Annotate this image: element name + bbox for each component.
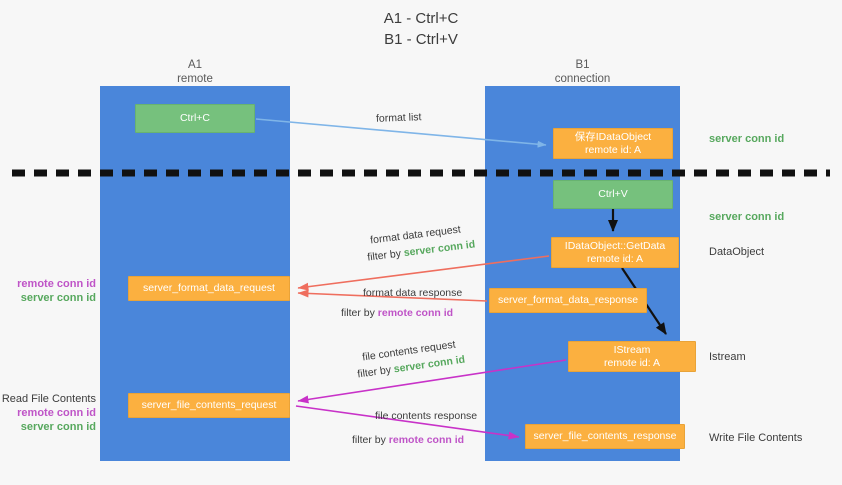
box-ctrl-v[interactable]: Ctrl+V [553, 180, 673, 209]
arrow-format-data-request [297, 255, 550, 291]
lane-header-b1: B1 connection [554, 59, 611, 85]
annotation-server-conn-id-mid: server conn id [709, 211, 785, 223]
box-idataobject-getdata[interactable]: IDataObject::GetData remote id: A [551, 237, 679, 268]
box-save-idataobject-line2: remote id: A [584, 143, 642, 156]
annotation-remote-conn-id-2: remote conn id [17, 407, 96, 419]
arrow-format-data-response [297, 289, 488, 302]
lane-header-a1: A1 remote [177, 59, 213, 85]
filter-value-4: remote conn id [388, 434, 465, 446]
page-title: A1 - Ctrl+C B1 - Ctrl+V [383, 10, 459, 48]
filter-prefix-4: filter by [352, 434, 389, 446]
box-ctrl-c[interactable]: Ctrl+C [135, 104, 255, 133]
filter-prefix-3: filter by [356, 363, 395, 381]
annotation-server-conn-id-1: server conn id [20, 292, 96, 304]
annotation-server-conn-id-top: server conn id [709, 133, 785, 145]
box-istream[interactable]: IStream remote id: A [568, 341, 696, 372]
box-istream-line2: remote id: A [603, 356, 661, 369]
edge-label-file-contents-response-filter: filter by remote conn id [352, 433, 464, 448]
annotation-istream: Istream [709, 351, 746, 363]
box-server-file-contents-response[interactable]: server_file_contents_response [525, 424, 685, 449]
box-save-idataobject-line1: 保存IDataObject [574, 130, 652, 143]
edge-label-file-contents-response: file contents response [375, 410, 478, 422]
annotation-group-file-contents: Read File Contents remote conn id server… [0, 392, 96, 434]
box-save-idataobject[interactable]: 保存IDataObject remote id: A [553, 128, 673, 159]
annotation-read-file-contents: Read File Contents [1, 393, 96, 405]
box-ctrl-v-line1: Ctrl+V [598, 188, 628, 200]
box-server-format-data-request[interactable]: server_format_data_request [128, 276, 290, 301]
box-istream-line1: IStream [613, 343, 651, 356]
box-server-format-data-response-label: server_format_data_response [497, 294, 639, 306]
box-server-file-contents-response-label: server_file_contents_response [533, 430, 677, 442]
edge-label-format-data-response: format data response [363, 287, 463, 299]
annotation-group-format-data: remote conn id server conn id [0, 277, 96, 305]
box-server-file-contents-request[interactable]: server_file_contents_request [128, 393, 290, 418]
box-idataobject-getdata-line1: IDataObject::GetData [564, 239, 666, 252]
box-server-file-contents-request-label: server_file_contents_request [141, 399, 277, 411]
arrow-file-contents-request [297, 359, 567, 404]
filter-prefix-1: filter by [366, 247, 405, 264]
box-ctrl-c-line1: Ctrl+C [179, 112, 211, 124]
annotation-dataobject: DataObject [709, 246, 765, 258]
edge-label-format-list: format list [375, 111, 422, 125]
arrow-format-list [255, 118, 547, 148]
annotation-remote-conn-id-1: remote conn id [17, 278, 96, 290]
annotation-write-file-contents: Write File Contents [709, 432, 803, 444]
filter-prefix-2: filter by [341, 307, 378, 319]
box-server-format-data-response[interactable]: server_format_data_response [489, 288, 647, 313]
edge-label-format-data-response-filter: filter by remote conn id [341, 306, 453, 321]
arrow-file-contents-response [295, 405, 520, 440]
box-idataobject-getdata-line2: remote id: A [586, 252, 644, 265]
box-server-format-data-request-label: server_format_data_request [143, 282, 275, 294]
annotation-server-conn-id-2: server conn id [20, 421, 96, 433]
filter-value-2: remote conn id [377, 307, 454, 319]
